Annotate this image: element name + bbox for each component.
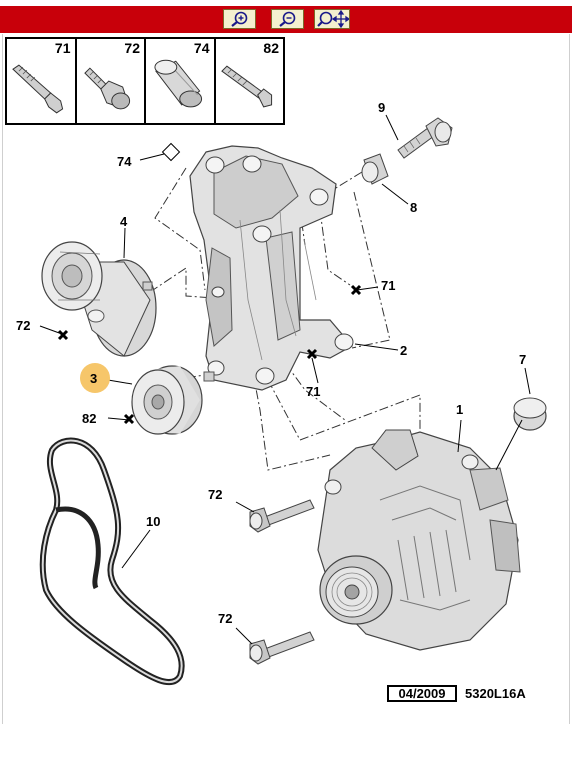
zoom-pan-button[interactable]	[314, 9, 350, 29]
diagram-frame	[2, 34, 570, 724]
ref-number: 72	[124, 40, 140, 56]
diagram-toolbar	[0, 6, 572, 33]
revision-date: 04/2009	[387, 685, 457, 702]
callout-71-lower[interactable]: 71	[306, 384, 320, 399]
selected-part-highlight	[80, 363, 110, 393]
belt-tensioner[interactable]	[41, 241, 157, 357]
sleeve-part-8[interactable]	[361, 153, 389, 185]
short-screw-icon	[83, 67, 130, 110]
zoom-out-icon	[279, 11, 296, 27]
long-screw-icon	[12, 64, 64, 114]
callout-9[interactable]: 9	[378, 100, 385, 115]
callout-82[interactable]: 82	[82, 411, 96, 426]
alternator[interactable]	[317, 429, 521, 651]
idler-pulley[interactable]	[131, 365, 215, 435]
zoom-in-icon	[231, 11, 248, 27]
callout-71-bracket[interactable]: 71	[381, 278, 395, 293]
zoom-pan-icon	[317, 10, 349, 28]
sleeve-bushing-icon	[154, 59, 203, 108]
ref-number: 71	[54, 40, 71, 56]
callout-8[interactable]: 8	[410, 200, 417, 215]
callout-leaders	[39, 114, 531, 645]
bolt-icon	[220, 65, 272, 108]
callout-74[interactable]: 74	[117, 154, 132, 169]
cap-part-7[interactable]	[513, 397, 547, 431]
sleeve-74-marker	[161, 142, 181, 162]
callout-2[interactable]: 2	[400, 343, 407, 358]
diagram-reference-code: 5320L16A	[465, 686, 526, 701]
callout-72-tensioner[interactable]: 72	[16, 318, 30, 333]
ref-number: 82	[263, 40, 279, 56]
callout-labels: 74 4 72 3 82 9 8 71 2 71 7 1 72 10 72	[16, 100, 526, 626]
callout-72-lower[interactable]: 72	[218, 611, 232, 626]
screw-part-9[interactable]	[397, 117, 453, 159]
ref-cell-71[interactable]: 71	[7, 39, 77, 123]
callout-1[interactable]: 1	[456, 402, 463, 417]
fixing-point-markers	[57, 284, 362, 425]
ref-cell-82[interactable]: 82	[216, 39, 284, 123]
drive-belt[interactable]	[39, 437, 185, 686]
callout-7[interactable]: 7	[519, 352, 526, 367]
screw-72-upper[interactable]	[249, 499, 315, 533]
zoom-out-button[interactable]	[271, 9, 304, 29]
reference-parts-table: 71 72 74	[5, 37, 285, 125]
callout-4[interactable]: 4	[120, 214, 128, 229]
screw-72-lower[interactable]	[249, 631, 315, 665]
tensioner-bracket[interactable]	[189, 145, 354, 391]
callout-10[interactable]: 10	[146, 514, 160, 529]
ref-number: 74	[193, 40, 210, 56]
zoom-in-button[interactable]	[223, 9, 256, 29]
ref-cell-72[interactable]: 72	[77, 39, 146, 123]
callout-72-upper[interactable]: 72	[208, 487, 222, 502]
ref-cell-74[interactable]: 74	[146, 39, 216, 123]
callout-3[interactable]: 3	[90, 371, 97, 386]
